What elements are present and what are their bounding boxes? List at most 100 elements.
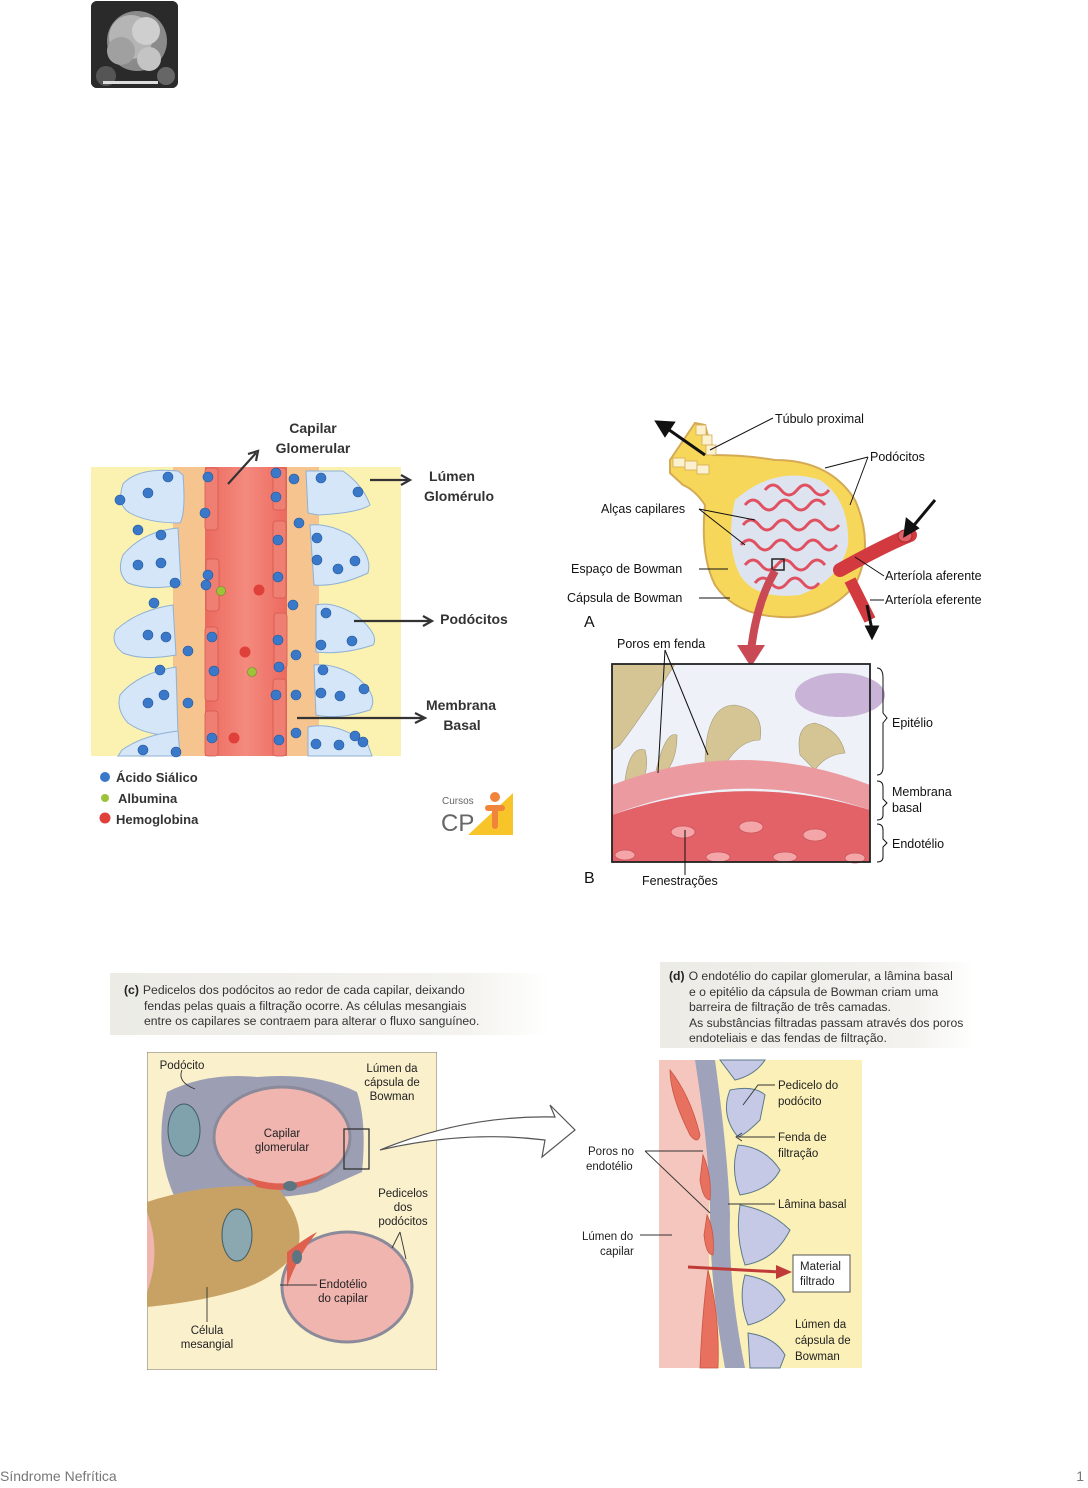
sialic-acid-dot [287,599,299,611]
label-lumen-c-2: cápsula de [364,1077,420,1089]
panel-d-filtration-barrier: Pedicelo do podócito Fenda de filtração … [570,1055,870,1375]
capillary-lower [280,1230,414,1344]
panel-c-leaders [180,1069,407,1322]
caption-d: (d)O endotélio do capilar glomerular, a … [660,962,975,1048]
sialic-acid-dot [310,738,322,750]
capillary-left [147,1212,155,1292]
sialic-acid-dot [270,689,282,701]
sialic-acid-dot [114,494,126,506]
basal-membrane [612,760,870,815]
figure-renal-corpuscle: Túbulo proximal Podócitos Alças capilare… [565,405,995,895]
sialic-acid-dot [311,554,323,566]
sialic-acid-dot [162,471,174,483]
label-lumen-cap-1: Lúmen do [582,1231,633,1243]
sialic-acid-dot [202,569,214,581]
connector-arrow [365,1095,580,1185]
label-membrana-b-2: basal [892,801,922,815]
panel-c-diagram: Podócito Lúmen da cápsula de Bowman Capi… [146,1051,438,1371]
sialic-acid-dot [272,571,284,583]
label-alcas: Alças capilares [601,502,685,516]
label-arrows [227,449,435,724]
legend-sialic-label: Ácido Siálico [116,770,198,785]
label-lumen-bow-3: Bowman [795,1351,840,1363]
label-pedicelo-2: podócito [778,1096,821,1108]
sialic-acid-dot [346,635,358,647]
sialic-acid-dot [142,697,154,709]
label-capsula: Cápsula de Bowman [567,591,682,605]
panel-d-leaders [640,1084,775,1236]
footer-title: Síndrome Nefrítica [0,1468,117,1484]
label-pedicelos-2: dos [394,1202,413,1214]
page-number: 1 [1076,1468,1084,1484]
label-lamina: Lâmina basal [778,1199,846,1211]
hemoglobin-molecules [228,584,265,744]
sialic-acid-dot [202,471,214,483]
sialic-acid-dot [333,739,345,751]
foot-processes-d [719,1059,791,1369]
sialic-acid-dot [290,689,302,701]
label-pedicelos-3: podócitos [378,1216,427,1228]
caption-c-tag: (c) [124,983,139,997]
sialic-acid-dot [290,727,302,739]
sialic-acid-dot [170,746,182,758]
sialic-acid-dot [272,534,284,546]
sialic-acid-dot [315,687,327,699]
label-endotelio-c-2: do capilar [318,1293,368,1305]
label-lumen-2: Glomérulo [424,488,494,504]
curved-arrow-icon [379,1104,576,1159]
sialic-acid-molecules [114,467,370,758]
label-aferente: Arteríola aferente [885,569,982,583]
detail-box [343,1128,370,1170]
label-endotelio-c-1: Endotélio [319,1279,367,1291]
label-capilar-1: Capilar [289,420,337,436]
panel-d-diagram: Pedicelo do podócito Fenda de filtração … [582,1059,862,1369]
label-mesangial-1: Célula [191,1325,224,1337]
sialic-acid-dot [334,690,346,702]
sialic-acid-dot [352,486,364,498]
nucleus [795,673,885,717]
figure-capillary-schematic: Capilar Glomerular Lúmen Glomérulo Podóc… [88,405,528,845]
podocyte-nucleus [167,1103,201,1157]
caption-c-line-3: entre os capilares se contraem para alte… [144,1014,480,1028]
glomerulus-micrograph-thumbnail [91,1,178,88]
sialic-acid-dot [290,649,302,661]
label-lumen-1: Lúmen [429,468,475,484]
sialic-acid-dot [154,664,166,676]
endothelial-cell-upper [247,1172,327,1190]
caption-c: (c)Pedicelos dos podócitos ao redor de c… [110,973,550,1035]
label-podocitos-a: Podócitos [870,450,925,464]
sialic-acid-dot [317,664,329,676]
caption-c-line-2: fendas pelas quais a filtração ocorre. A… [144,998,467,1013]
zoom-box [771,558,785,571]
label-poros-d-1: Poros no [588,1146,634,1158]
sialic-acid-dot [142,487,154,499]
caption-d-line-5: endoteliais e das fendas de filtração. [689,1031,887,1045]
sialic-acid-dot [315,472,327,484]
logo-cpt: CP [441,810,474,837]
legend-sialic-swatch [100,772,110,782]
sialic-acid-dot [311,532,323,544]
sialic-acid-dot [169,577,181,589]
label-endotelio-b: Endotélio [892,837,944,851]
label-material-1: Material [800,1261,841,1273]
sialic-acid-dot [349,730,361,742]
label-epitelio: Epitélio [892,716,933,730]
panel-b: Poros em fenda Epitélio Membrana basal E… [584,637,952,888]
label-material-2: filtrado [800,1276,835,1288]
label-capilar-2: Glomerular [276,440,351,456]
sialic-acid-dot [200,579,212,591]
label-fenestracoes: Fenestrações [642,874,718,888]
sialic-acid-dot [270,491,282,503]
label-lumen-c-1: Lúmen da [366,1063,418,1075]
label-lumen-cap-2: capilar [600,1246,634,1258]
label-poros-d-2: endotélio [586,1161,633,1173]
panel-b-letter: B [584,870,595,887]
sialic-acid-dot [293,517,305,529]
caption-d-tag: (d) [669,969,685,983]
panel-c-podocyte-illustration: Podócito Lúmen da cápsula de Bowman Capi… [146,1051,438,1371]
endothelial-cells-d [669,1068,719,1369]
legend: Ácido Siálico Albumina Hemoglobina [99,770,199,827]
sialic-acid-dot [349,555,361,567]
sialic-acid-dot [158,689,170,701]
albumin-molecules [216,586,257,677]
